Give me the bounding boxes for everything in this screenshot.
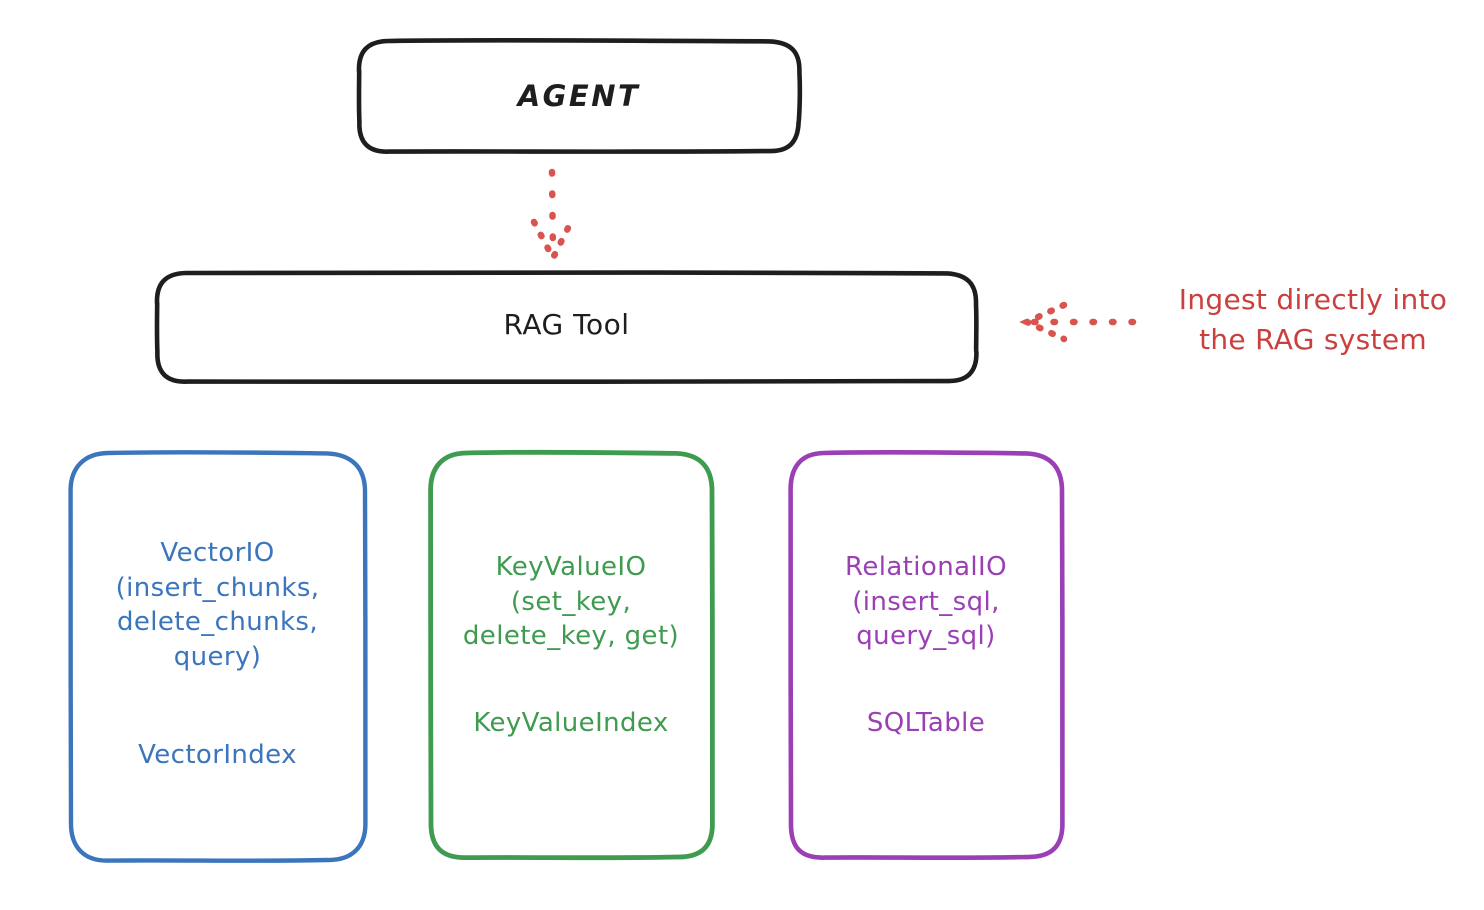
keyvalue-index-label: KeyValueIndex — [473, 708, 669, 738]
connector-agent-arrowhead — [530, 218, 575, 266]
relational-io-title: RelationalIO (insert_sql, query_sql) — [845, 552, 1007, 652]
vector-io-title: VectorIO (insert_chunks, delete_chunks, … — [115, 538, 320, 672]
relational-box-outline — [788, 449, 1065, 861]
node-vector-io[interactable] — [68, 450, 368, 863]
keyvalue-box-outline — [428, 449, 715, 861]
node-agent[interactable] — [356, 37, 803, 154]
vector-box-outline — [68, 450, 368, 863]
node-relational-io[interactable] — [788, 449, 1065, 861]
node-rag-tool[interactable] — [154, 269, 979, 385]
node-keyvalue-io[interactable] — [428, 449, 715, 861]
agent-box-outline — [356, 37, 803, 154]
connector-annotation-arrowhead — [1019, 301, 1068, 343]
keyvalue-io-title: KeyValueIO (set_key, delete_key, get) — [462, 552, 680, 652]
sql-table-label: SQLTable — [866, 708, 986, 738]
connector-agent-line — [548, 168, 557, 260]
connector-agent-to-rag-tool — [530, 168, 575, 266]
connector-annotation-to-rag-tool — [1019, 301, 1137, 343]
rag-tool-box-outline — [154, 269, 979, 385]
vector-index-label: VectorIndex — [138, 740, 297, 770]
ingest-annotation-text: Ingest directly into the RAG system — [1178, 283, 1448, 356]
